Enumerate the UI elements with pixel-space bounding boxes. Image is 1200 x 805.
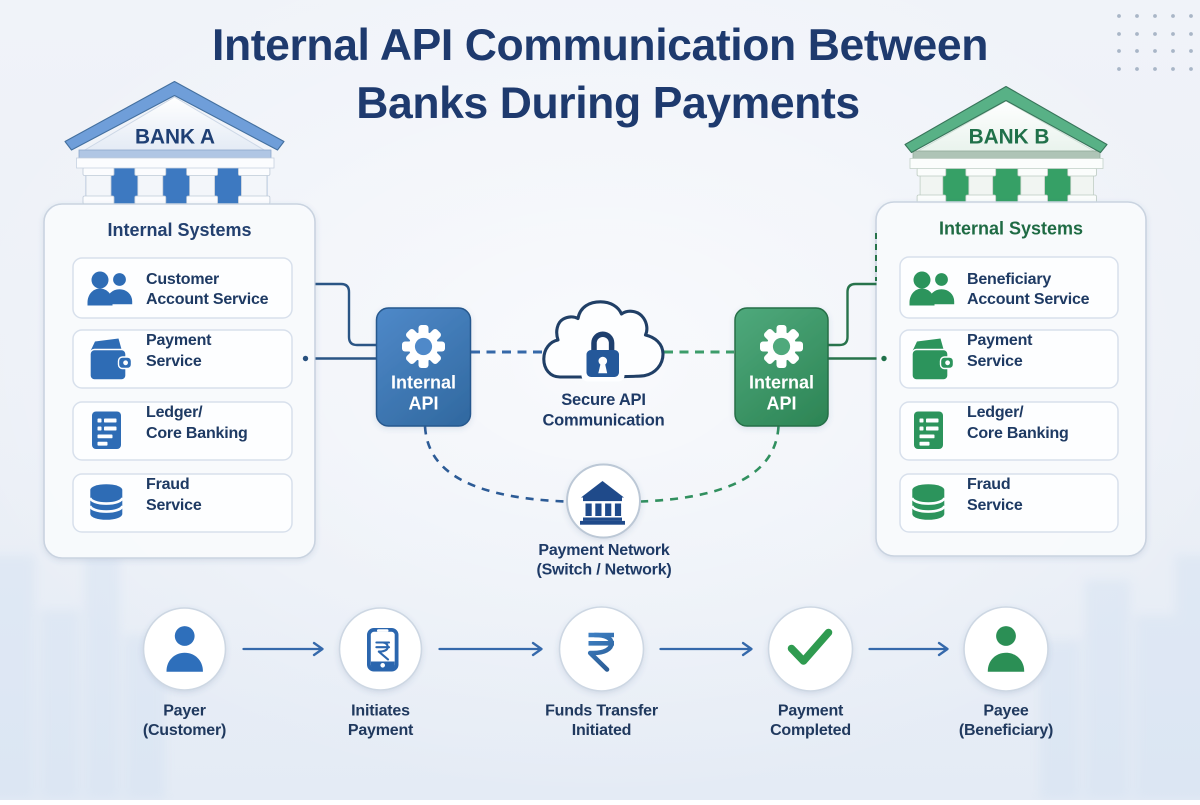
svg-text:Ledger/: Ledger/ — [146, 404, 203, 421]
svg-text:(Customer): (Customer) — [143, 722, 226, 739]
svg-text:Core Banking: Core Banking — [967, 425, 1069, 442]
svg-text:Service: Service — [146, 497, 202, 514]
svg-text:Payer: Payer — [163, 703, 206, 720]
svg-text:Account Service: Account Service — [967, 291, 1090, 308]
svg-text:Payment: Payment — [348, 722, 414, 739]
svg-text:Internal Systems: Internal Systems — [939, 219, 1083, 239]
svg-text:(Switch / Network): (Switch / Network) — [536, 562, 671, 579]
svg-text:Completed: Completed — [770, 722, 851, 739]
svg-text:Internal API Communication Bet: Internal API Communication Between — [212, 21, 988, 70]
svg-text:Initiated: Initiated — [572, 722, 632, 739]
svg-text:Beneficiary: Beneficiary — [967, 271, 1051, 288]
svg-text:Payment: Payment — [778, 703, 844, 720]
svg-text:Internal: Internal — [391, 373, 456, 393]
svg-text:Core Banking: Core Banking — [146, 425, 248, 442]
svg-text:Fraud: Fraud — [146, 476, 189, 493]
svg-text:BANK B: BANK B — [969, 126, 1050, 149]
svg-text:BANK A: BANK A — [135, 126, 215, 149]
svg-text:Service: Service — [146, 353, 202, 370]
svg-text:Funds Transfer: Funds Transfer — [545, 703, 658, 720]
svg-text:Initiates: Initiates — [351, 703, 410, 720]
svg-text:Communication: Communication — [542, 412, 664, 430]
svg-text:Secure API: Secure API — [561, 391, 646, 409]
svg-text:Payment: Payment — [146, 332, 212, 349]
svg-text:Internal: Internal — [749, 373, 814, 393]
svg-text:Fraud: Fraud — [967, 476, 1010, 493]
svg-text:Payee: Payee — [983, 703, 1029, 720]
svg-text:Account Service: Account Service — [146, 291, 269, 308]
svg-text:Service: Service — [967, 353, 1023, 370]
svg-text:Banks During Payments: Banks During Payments — [356, 79, 860, 128]
svg-text:Service: Service — [967, 497, 1023, 514]
svg-text:Payment Network: Payment Network — [538, 542, 670, 559]
svg-text:Internal Systems: Internal Systems — [107, 220, 251, 240]
svg-text:Customer: Customer — [146, 271, 219, 288]
svg-text:API: API — [766, 394, 796, 414]
svg-text:Payment: Payment — [967, 332, 1033, 349]
svg-text:(Beneficiary): (Beneficiary) — [959, 722, 1053, 739]
svg-text:Ledger/: Ledger/ — [967, 404, 1024, 421]
svg-text:API: API — [408, 394, 438, 414]
